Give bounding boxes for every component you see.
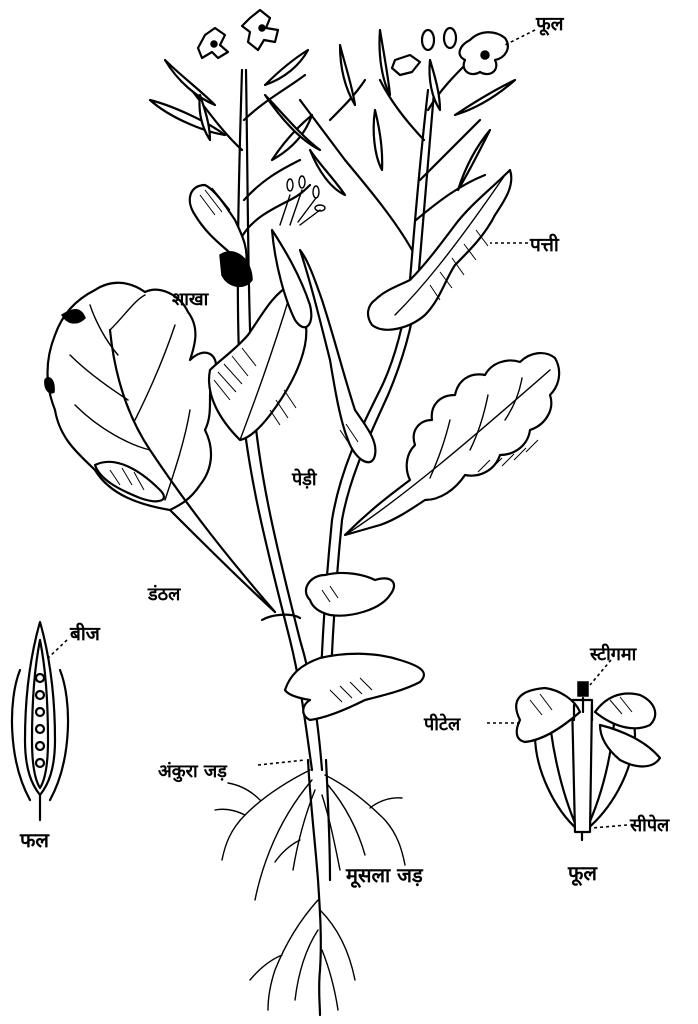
label-stem: पेड़ी xyxy=(291,468,318,490)
label-flower-top: फूल xyxy=(535,13,565,36)
root-system xyxy=(215,760,405,1015)
label-sepal: सीपेल xyxy=(629,814,670,836)
flower-cluster-left xyxy=(198,10,278,58)
top-flowers xyxy=(198,10,508,225)
center-clasping-leaf xyxy=(300,250,375,462)
upper-left-stem-leaf xyxy=(190,185,252,286)
right-middle-leaf xyxy=(345,353,559,535)
label-petiole: डंठल xyxy=(147,584,181,605)
label-tap-root: मूसला जड़ xyxy=(345,863,424,888)
label-stigma: स्टीगमा xyxy=(589,643,638,665)
fruit-detail xyxy=(12,622,68,820)
lower-clasping-leaves xyxy=(262,573,424,720)
flower-cluster-right xyxy=(392,28,508,75)
big-left-leaf xyxy=(45,283,275,612)
label-leaf: पत्ती xyxy=(529,233,560,256)
label-seed: बीज xyxy=(69,622,101,645)
right-upper-leaf xyxy=(368,170,511,330)
label-petal: पीटेल xyxy=(423,713,461,735)
label-fruit: फल xyxy=(19,828,50,852)
label-branch: शाखा xyxy=(172,289,210,310)
label-flower-detail: फूल xyxy=(567,861,598,886)
label-adventitious-root: अंकुरा जड़ xyxy=(158,761,228,783)
